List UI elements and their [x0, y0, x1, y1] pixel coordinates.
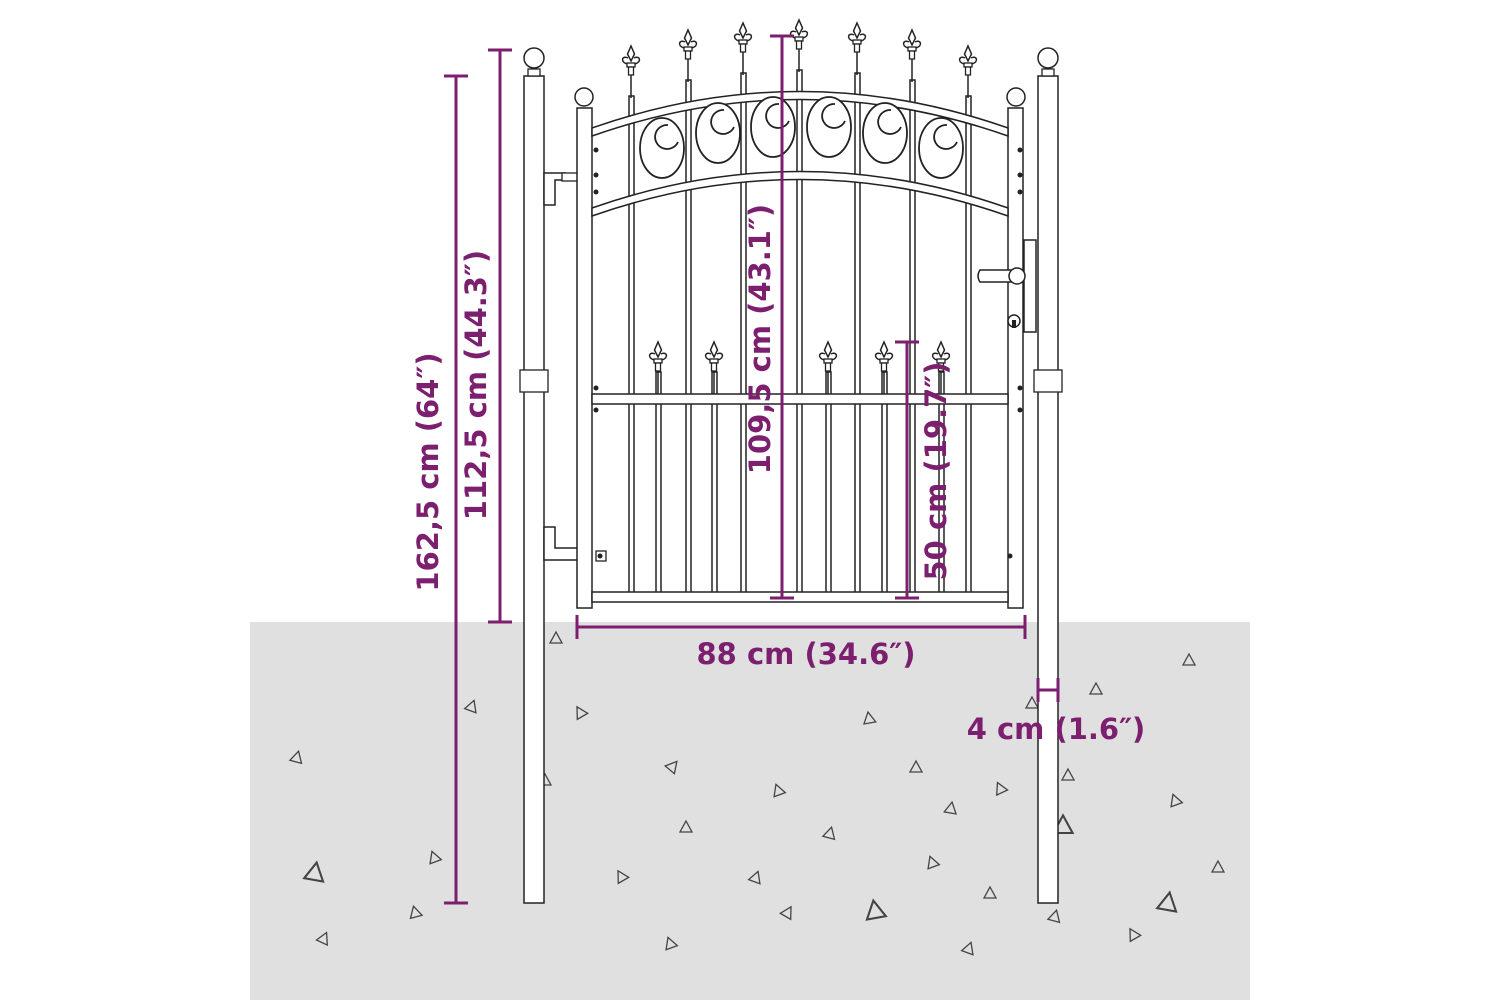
door-lock-icon [1007, 239, 1037, 333]
upper-hinge [543, 172, 579, 206]
gate-width-label: 88 cm (34.6″) [697, 637, 916, 671]
lower-section-height-label: 50 cm (19.7″) [919, 362, 953, 581]
ball-finial-icon [574, 87, 594, 107]
total-height-label: 162,5 cm (64″) [411, 352, 445, 591]
post-height-label: 112,5 cm (44.3″) [459, 250, 493, 520]
ball-finial-icon [1006, 87, 1026, 107]
gate-height-label: 109,5 cm (43.1″) [743, 204, 777, 474]
ground [250, 622, 1250, 1000]
decorative-rings [639, 96, 964, 179]
post-width-label: 4 cm (1.6″) [967, 712, 1146, 746]
lever-handle-icon [977, 267, 1026, 285]
gate [574, 19, 1037, 609]
left-post [519, 47, 549, 904]
lower-hinge [543, 526, 607, 562]
ball-finial-icon [523, 47, 545, 69]
right-post [1033, 47, 1063, 904]
dimension-lines [444, 34, 1060, 905]
ball-finial-icon [1037, 47, 1059, 69]
